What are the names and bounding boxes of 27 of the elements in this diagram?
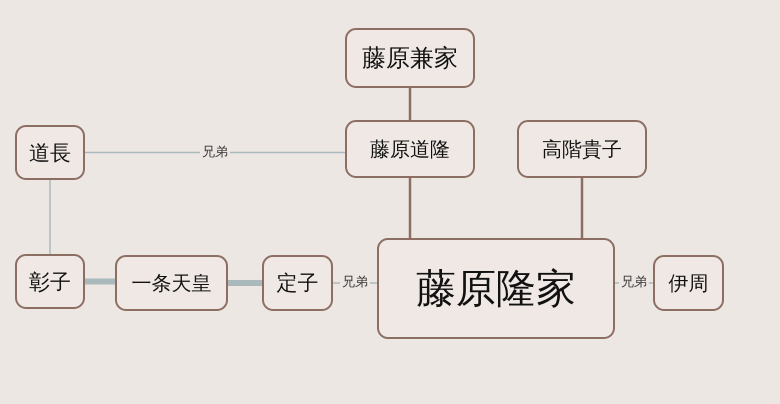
person-name: 藤原兼家 — [362, 43, 458, 74]
person-name: 伊周 — [668, 270, 708, 296]
person-name: 道長 — [29, 140, 71, 166]
relation-line — [580, 178, 584, 238]
edge-label: 兄弟 — [340, 275, 370, 291]
person-box — [653, 255, 724, 311]
person-box — [345, 28, 475, 88]
person-name: 藤原道隆 — [370, 136, 450, 162]
relation-line — [85, 278, 115, 284]
person-name: 一条天皇 — [132, 270, 212, 296]
person-box — [345, 120, 475, 178]
person-box — [115, 255, 228, 311]
relation-line — [408, 178, 412, 238]
relation-line — [408, 88, 412, 120]
relation-line — [85, 152, 345, 154]
relation-line — [228, 280, 262, 286]
person-name: 高階貴子 — [542, 136, 622, 162]
relation-line — [49, 180, 51, 254]
person-box — [15, 125, 85, 180]
person-name: 定子 — [276, 270, 318, 297]
person-box — [262, 255, 333, 311]
person-name: 藤原隆家 — [416, 265, 576, 314]
person-box — [377, 238, 615, 339]
edge-label: 兄弟 — [200, 144, 230, 160]
person-name: 彰子 — [29, 268, 71, 296]
person-box — [517, 120, 647, 178]
person-box — [15, 254, 85, 309]
